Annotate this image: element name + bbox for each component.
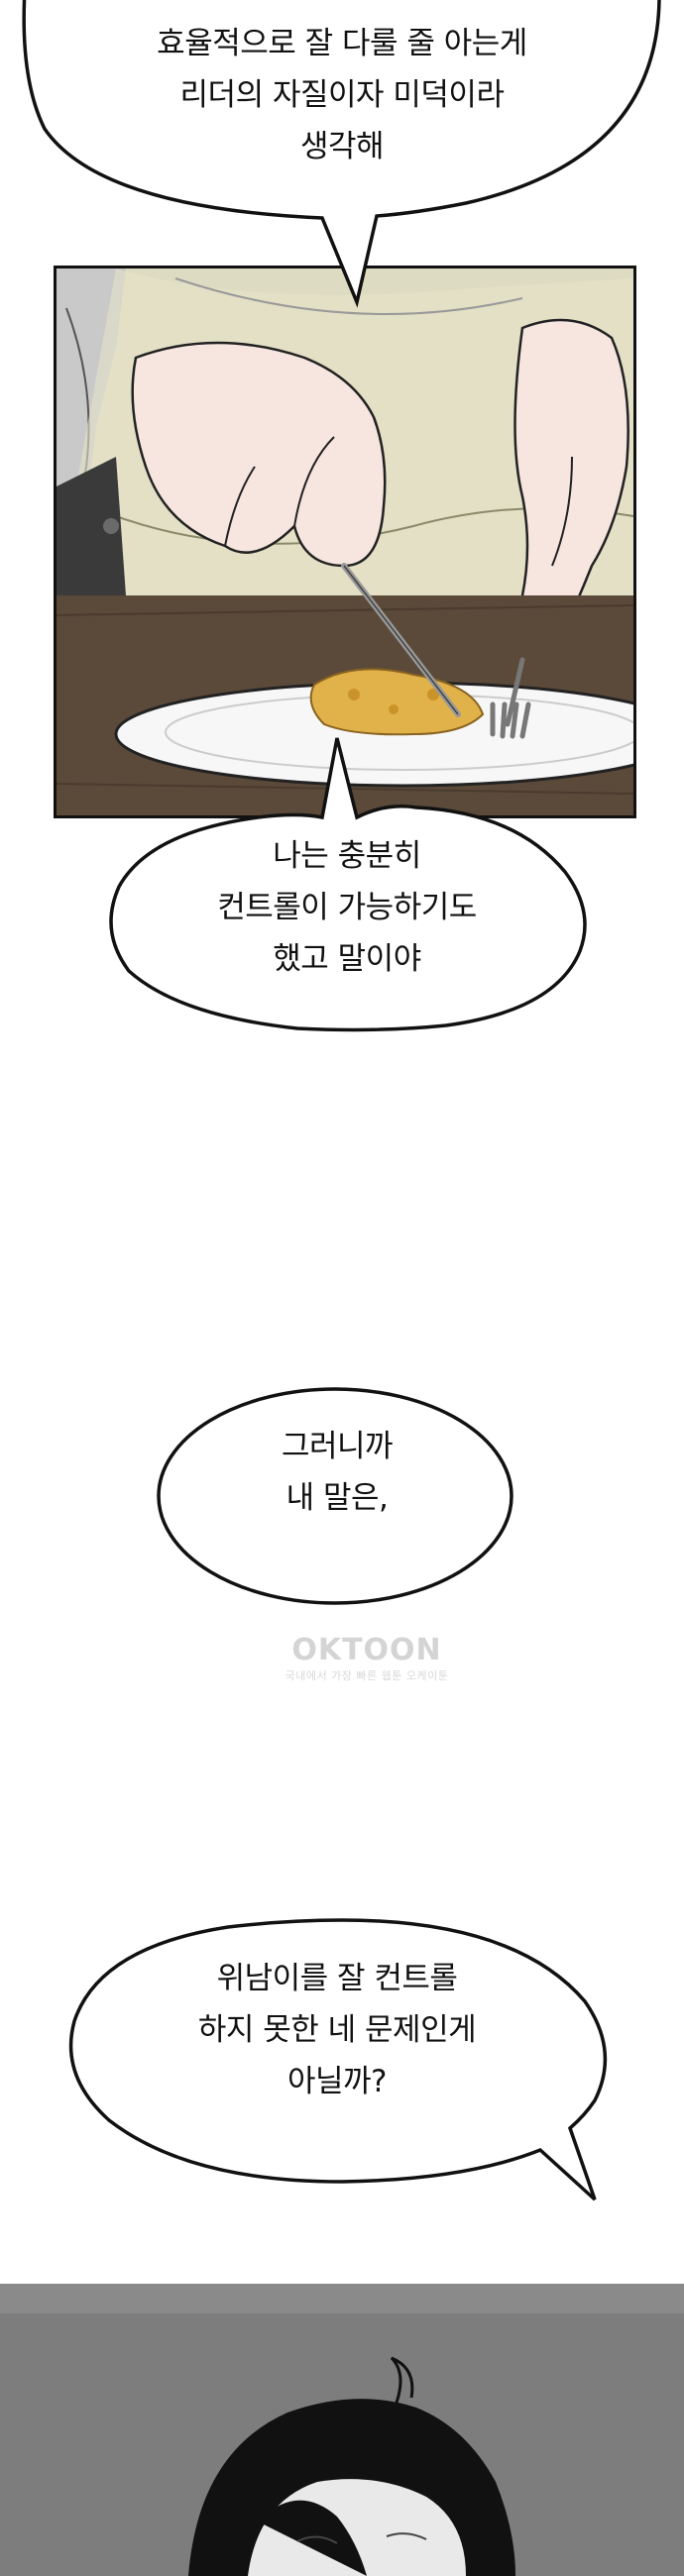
speech-bubble-3-line-1: 그러니까: [281, 1429, 394, 1464]
speech-bubble-3-line-2: 내 말은,: [285, 1480, 389, 1516]
watermark-logo: OKTOON: [291, 1633, 442, 1667]
speech-bubble-1-line-1: 효율적으로 잘 다룰 줄 아는게: [157, 26, 527, 61]
watermark: OKTOON 국내에서 가장 빠른 웹툰 오케이툰: [218, 1633, 515, 1683]
speech-bubble-1-text: 효율적으로 잘 다룰 줄 아는게 리더의 자질이자 미덕이라 생각해: [69, 18, 615, 172]
speech-bubble-2-line-2: 컨트롤이 가능하기도: [217, 890, 477, 925]
speech-bubble-1: [22, 0, 661, 308]
speech-bubble-2-line-1: 나는 충분히: [273, 838, 421, 874]
speech-bubble-3-text: 그러니까 내 말은,: [178, 1421, 496, 1524]
speech-bubble-4-line-3: 아닐까?: [286, 2064, 388, 2099]
panel-character-art: [0, 2284, 684, 2576]
food: [309, 668, 485, 736]
speech-bubble-4-text: 위남이를 잘 컨트롤 하지 못한 네 문제인게 아닐까?: [99, 1953, 575, 2107]
speech-bubble-4-line-2: 하지 못한 네 문제인게: [197, 2012, 477, 2048]
panel-dinner-art: [57, 268, 633, 815]
speech-bubble-1-line-3: 생각해: [299, 129, 385, 164]
panel-character: [0, 2284, 684, 2576]
speech-bubble-4: [68, 1918, 608, 2201]
watermark-tagline: 국내에서 가장 빠른 웹툰 오케이툰: [285, 1669, 449, 1682]
speech-bubble-3: [157, 1387, 513, 1605]
speech-bubble-4-line-1: 위남이를 잘 컨트롤: [216, 1961, 458, 1996]
speech-bubble-1-line-2: 리더의 자질이자 미덕이라: [179, 77, 505, 113]
panel-dinner: [54, 266, 636, 818]
fork: [490, 657, 531, 739]
speech-bubble-2-line-3: 했고 말이야: [273, 941, 421, 977]
speech-bubble-2: [109, 737, 587, 1032]
speech-bubble-2-text: 나는 충분히 컨트롤이 가능하기도 했고 말이야: [139, 830, 555, 985]
